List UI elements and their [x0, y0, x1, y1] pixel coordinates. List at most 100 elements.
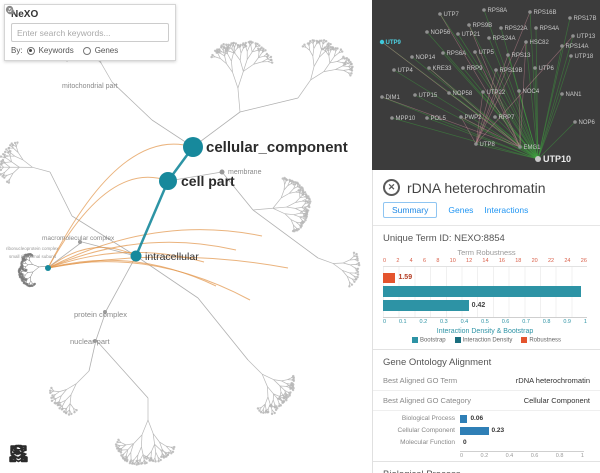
radio-keywords[interactable]: [26, 46, 35, 55]
gene-node-label[interactable]: RRP9: [467, 66, 484, 72]
gene-node[interactable]: [571, 34, 575, 38]
gene-node-label[interactable]: RPS8A: [488, 8, 508, 14]
gene-node[interactable]: [438, 12, 442, 16]
gene-node-label[interactable]: RPS13: [512, 53, 532, 59]
tree-label[interactable]: nuclear part: [70, 337, 111, 346]
gene-node-label[interactable]: NOC4: [523, 89, 540, 95]
gene-node[interactable]: [425, 30, 429, 34]
tree-label[interactable]: small ribosomal subunit: [9, 254, 57, 259]
tab-summary[interactable]: Summary: [383, 202, 438, 218]
gene-node-label[interactable]: NOP6: [579, 120, 596, 126]
gene-node-label[interactable]: RPS6A: [447, 51, 467, 57]
gene-node[interactable]: [506, 53, 510, 57]
gene-node-label[interactable]: RPS9B: [473, 23, 493, 29]
gene-node-label[interactable]: UTP7: [444, 12, 460, 18]
gene-node-label[interactable]: KRE33: [433, 66, 453, 72]
tree-label[interactable]: protein complex: [74, 310, 127, 319]
gene-node-label[interactable]: NAN1: [566, 92, 583, 98]
gene-node[interactable]: [473, 50, 477, 54]
gene-node[interactable]: [533, 66, 537, 70]
gene-node-label[interactable]: UTP6: [539, 66, 555, 72]
membrane-node[interactable]: [219, 169, 225, 175]
gene-node[interactable]: [569, 54, 573, 58]
gene-node[interactable]: [379, 39, 385, 45]
gene-node[interactable]: [390, 116, 394, 120]
gene-node[interactable]: [568, 16, 572, 20]
gene-node[interactable]: [517, 89, 521, 93]
tree-label[interactable]: membrane: [228, 169, 262, 176]
gene-node[interactable]: [461, 66, 465, 70]
tab-interactions[interactable]: Interactions: [484, 205, 529, 215]
gene-node[interactable]: [534, 26, 538, 30]
gene-node[interactable]: [427, 66, 431, 70]
gene-node-label[interactable]: UTP10: [543, 154, 571, 164]
gene-node-label[interactable]: RPS16B: [534, 10, 557, 16]
gene-node-label[interactable]: UTP22: [487, 90, 506, 96]
gene-node-label[interactable]: NOP56: [431, 30, 451, 36]
cell-part-node[interactable]: [159, 172, 177, 190]
tree-label[interactable]: ribonucleoprotein complex: [6, 246, 59, 251]
protein-complex-node[interactable]: [103, 310, 107, 314]
search-input[interactable]: [15, 26, 126, 39]
gene-node-label[interactable]: UTP4: [398, 68, 414, 74]
gene-node-label[interactable]: UTP21: [462, 32, 481, 38]
gene-node-label[interactable]: RRP7: [499, 115, 516, 121]
gene-node[interactable]: [494, 68, 498, 72]
rdna-heterochromatin-node[interactable]: [45, 265, 51, 271]
gene-node-label[interactable]: UTP13: [577, 34, 596, 40]
gene-node[interactable]: [425, 116, 429, 120]
gene-node[interactable]: [459, 115, 463, 119]
gene-node-label[interactable]: UTP9: [386, 40, 402, 46]
macromolecular-complex-node[interactable]: [78, 240, 82, 244]
gene-node[interactable]: [524, 40, 528, 44]
gene-node-label[interactable]: HSC82: [530, 40, 550, 46]
tree-label[interactable]: cellular_component: [206, 139, 348, 156]
gene-node-label[interactable]: UTP5: [479, 50, 495, 56]
gene-node[interactable]: [499, 26, 503, 30]
nuclear-part-node[interactable]: [93, 339, 97, 343]
gene-node-label[interactable]: RPS14A: [566, 44, 589, 50]
gene-node[interactable]: [380, 95, 384, 99]
gene-node[interactable]: [560, 92, 564, 96]
gene-node-label[interactable]: RPS4A: [540, 26, 560, 32]
gene-node[interactable]: [518, 145, 522, 149]
gene-node[interactable]: [487, 36, 491, 40]
gene-node[interactable]: [482, 8, 486, 12]
gene-node-label[interactable]: UTP8: [480, 142, 496, 148]
tree-label[interactable]: cell part: [181, 173, 235, 189]
gene-node[interactable]: [467, 23, 471, 27]
gene-node[interactable]: [528, 10, 532, 14]
gene-node[interactable]: [481, 90, 485, 94]
gene-node-label[interactable]: UTP15: [419, 93, 438, 99]
gene-node[interactable]: [573, 120, 577, 124]
gene-node-label[interactable]: NOP58: [453, 91, 473, 97]
gene-node-label[interactable]: DIM1: [386, 95, 401, 101]
hierarchy-button[interactable]: [9, 443, 137, 467]
reset-icon[interactable]: [6, 5, 152, 39]
gene-node-label[interactable]: RPS22A: [505, 26, 528, 32]
gene-node[interactable]: [410, 55, 414, 59]
gene-node[interactable]: [560, 44, 564, 48]
gene-node-label[interactable]: EMG1: [524, 145, 542, 151]
gene-node-label[interactable]: UTP18: [575, 54, 594, 60]
close-icon[interactable]: ✕: [383, 179, 400, 196]
tree-label[interactable]: macromolecular complex: [42, 235, 115, 242]
gene-node[interactable]: [474, 142, 478, 146]
gene-node-label[interactable]: RPS19B: [500, 68, 523, 74]
gene-node[interactable]: [441, 51, 445, 55]
zoom-out-button[interactable]: [10, 443, 67, 467]
gene-node[interactable]: [535, 156, 541, 162]
gene-node-label[interactable]: PWP2: [465, 115, 483, 121]
tree-label[interactable]: intracellular: [145, 251, 199, 263]
tab-genes[interactable]: Genes: [448, 205, 474, 215]
gene-node-label[interactable]: RPS24A: [493, 36, 516, 42]
gene-node-label[interactable]: POL5: [431, 116, 447, 122]
search-icon[interactable]: [5, 5, 139, 39]
intracellular-node[interactable]: [130, 250, 142, 262]
gene-node[interactable]: [493, 115, 497, 119]
chevron-down-icon[interactable]: [6, 7, 165, 39]
layers-button[interactable]: [10, 443, 172, 467]
